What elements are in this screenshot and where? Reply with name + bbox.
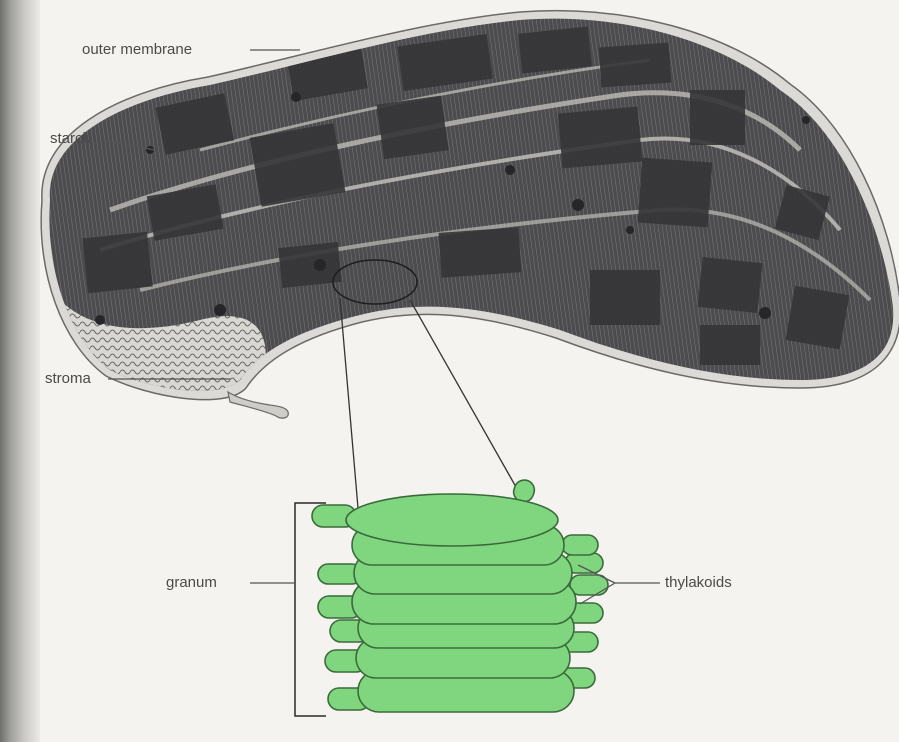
zoom-line-left [340,298,358,508]
outer-membrane-label: outer membrane [82,42,192,57]
stroma-label: stroma [45,371,91,386]
granum-stack [312,477,608,712]
chloroplast-body [41,11,899,418]
thylakoids-label: thylakoids [665,575,732,590]
starch-label: starch [50,131,91,146]
granum-label: granum [166,575,217,590]
zoom-line-right [410,300,516,487]
